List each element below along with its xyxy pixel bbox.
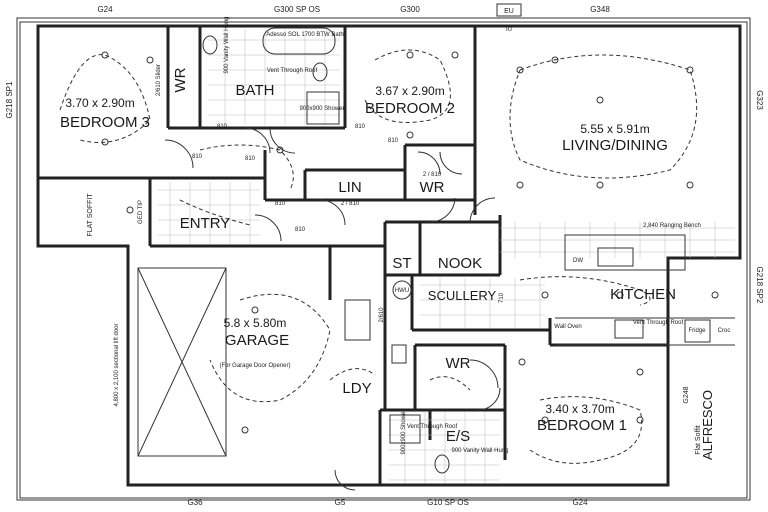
svg-text:DW: DW <box>573 258 583 264</box>
svg-text:810: 810 <box>275 201 286 207</box>
scullery-name: SCULLERY <box>428 288 497 303</box>
exterior-wall <box>36 24 742 487</box>
garage-floor-marking <box>137 267 227 457</box>
es-name: E/S <box>446 428 470 445</box>
bedroom3-dims: 3.70 x 2.90m <box>65 96 134 110</box>
toilet-wr <box>202 35 218 55</box>
edge-g24-top: G24 <box>97 5 113 14</box>
tile-grid <box>158 30 735 483</box>
kitchen-name: KITCHEN <box>610 286 676 303</box>
entry-name: ENTRY <box>180 215 231 232</box>
edge-labels: G24 G300 SP OS G300 EU IU G348 G218 SP1 … <box>5 3 764 507</box>
flat-soffit-label-2: Flat Soffit <box>695 425 702 454</box>
garage-name: GARAGE <box>225 332 289 349</box>
ldy-bench <box>344 299 371 341</box>
svg-text:Fridge: Fridge <box>688 328 706 334</box>
svg-text:4,800 x 2,100 sectional lift d: 4,800 x 2,100 sectional lift door <box>114 323 120 406</box>
svg-text:810: 810 <box>295 227 306 233</box>
shower-es <box>389 414 421 444</box>
svg-text:900 Vanity Wall Hung: 900 Vanity Wall Hung <box>451 448 508 454</box>
svg-text:710: 710 <box>499 292 505 303</box>
st-name: ST <box>392 255 411 272</box>
shower-bath <box>306 91 340 125</box>
eave-outline <box>16 17 751 501</box>
svg-text:810: 810 <box>355 124 366 130</box>
edge-g348: G348 <box>590 5 610 14</box>
bedroom3-name: BEDROOM 3 <box>60 114 150 131</box>
plan-notes: 2/610 Slider Adesso SOL 1700 BTW Bath 90… <box>114 16 730 454</box>
alfresco-name: ALFRESCO <box>700 390 715 460</box>
svg-text:900x900 Shower: 900x900 Shower <box>401 409 407 454</box>
edge-g218-sp2: G218 SP2 <box>755 267 764 304</box>
svg-text:810: 810 <box>245 156 256 162</box>
svg-text:Wall Oven: Wall Oven <box>554 324 581 330</box>
living-name: LIVING/DINING <box>562 137 668 154</box>
bedroom1-name: BEDROOM 1 <box>537 417 627 434</box>
door-swings <box>164 127 501 491</box>
svg-text:Vent Through Roof: Vent Through Roof <box>407 424 458 430</box>
svg-text:810: 810 <box>217 124 228 130</box>
svg-text:900x900 Shower: 900x900 Shower <box>299 106 344 112</box>
edge-iu: IU <box>506 27 512 33</box>
edge-g5: G5 <box>335 498 346 507</box>
sanitary-fixtures <box>202 27 450 474</box>
eave-outline-inner <box>19 21 748 499</box>
svg-text:2,840 Ranging Bench: 2,840 Ranging Bench <box>643 223 701 229</box>
wr3-name: WR <box>446 355 471 372</box>
kitchen-bench <box>555 234 735 346</box>
hwu-tank <box>392 280 412 300</box>
bedroom2-name: BEDROOM 2 <box>365 100 455 117</box>
bedroom2-dims: 3.67 x 2.90m <box>375 84 444 98</box>
svg-text:Vent Through Roof: Vent Through Roof <box>267 68 318 74</box>
edge-eu: EU <box>504 8 514 15</box>
edge-g36: G36 <box>187 498 203 507</box>
garage-dims: 5.8 x 5.80m <box>224 316 287 330</box>
wr2-name: WR <box>420 179 445 196</box>
ldy-name: LDY <box>342 380 371 397</box>
svg-text:HWU: HWU <box>395 288 409 294</box>
garage-note: (For Garage Door Opener) <box>219 363 290 369</box>
edge-g218-sp1: G218 SP1 <box>5 81 14 118</box>
toilet-bath <box>312 62 328 82</box>
interior-walls <box>38 26 668 485</box>
lin-name: LIN <box>338 179 361 196</box>
svg-text:900 Vanity Wall Hung: 900 Vanity Wall Hung <box>224 16 230 73</box>
svg-text:810: 810 <box>388 138 399 144</box>
toilet-es <box>434 454 450 474</box>
living-dims: 5.55 x 5.91m <box>580 122 649 136</box>
bedroom1-dims: 3.40 x 3.70m <box>545 402 614 416</box>
room-labels: 3.70 x 2.90m BEDROOM 3 WR BATH 3.67 x 2.… <box>60 67 715 460</box>
svg-text:810: 810 <box>192 154 203 160</box>
edge-g248: G248 <box>683 386 690 403</box>
nook-name: NOOK <box>438 255 482 272</box>
electrical-wiring <box>59 49 698 464</box>
laundry-tub <box>391 344 407 364</box>
svg-text:GED TIP: GED TIP <box>138 200 144 224</box>
wr-bed3-name: WR <box>172 67 189 92</box>
svg-text:2/610 Slider: 2/610 Slider <box>156 64 162 96</box>
bath-tub <box>262 27 336 55</box>
edge-g300: G300 <box>400 5 420 14</box>
edge-g300-spos: G300 SP OS <box>274 5 320 14</box>
svg-text:2 / 810: 2 / 810 <box>341 201 360 207</box>
light-fittings <box>101 51 719 434</box>
svg-text:Vent Through Roof: Vent Through Roof <box>633 320 684 326</box>
svg-text:Adesso SOL 1700 BTW Bath: Adesso SOL 1700 BTW Bath <box>266 32 343 38</box>
svg-text:2/610: 2/610 <box>379 307 385 323</box>
edge-g10-spos: G10 SP OS <box>427 498 469 507</box>
edge-g24-bottom: G24 <box>572 498 588 507</box>
bath-name: BATH <box>236 82 275 99</box>
svg-text:2 / 810: 2 / 810 <box>423 172 442 178</box>
svg-text:Croc: Croc <box>718 328 731 334</box>
edge-g323: G323 <box>755 90 764 110</box>
flat-soffit-label: FLAT SOFFIT <box>87 193 94 237</box>
